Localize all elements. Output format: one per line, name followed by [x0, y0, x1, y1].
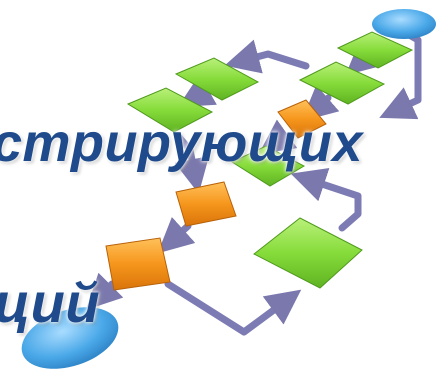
- decision-block: [277, 99, 327, 139]
- decision-block: [105, 237, 171, 291]
- process-block: [174, 57, 260, 101]
- end-terminator: [21, 307, 119, 369]
- connector-lines: [86, 28, 422, 336]
- process-block: [126, 87, 214, 133]
- connector-block2-to-block3: [224, 39, 310, 74]
- process-blocks: [126, 31, 414, 289]
- caption-line-2: ций: [0, 271, 101, 334]
- process-block: [336, 31, 414, 69]
- connector-block3-to-block4: [177, 74, 217, 107]
- process-block: [298, 61, 386, 105]
- caption-line-1: стрирующих: [0, 113, 363, 173]
- connector-decision3-to-block6: [164, 280, 302, 336]
- decision-block: [175, 181, 237, 227]
- connector-decision1-to-block5: [258, 119, 298, 155]
- connector-decision3-to-end: [86, 272, 124, 310]
- connector-decision2-to-decision3: [157, 216, 196, 254]
- decision-blocks: [105, 99, 327, 291]
- process-block: [230, 145, 306, 187]
- connector-block4-to-decision2: [174, 132, 210, 194]
- process-block: [253, 217, 363, 289]
- connector-block6-to-block5: [290, 168, 362, 232]
- start-terminator: [372, 9, 436, 39]
